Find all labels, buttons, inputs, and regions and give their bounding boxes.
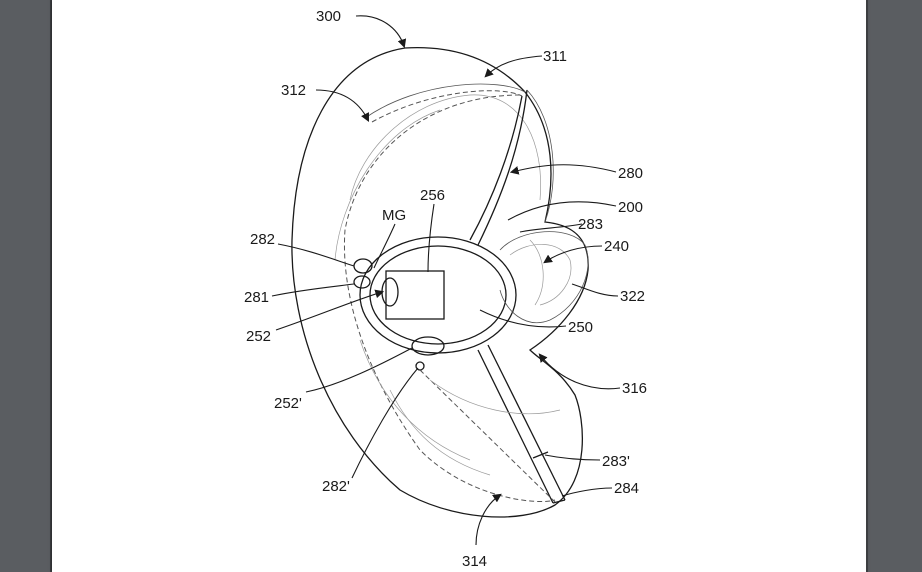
label-312: 312 <box>281 82 306 99</box>
sensor-282 <box>353 258 373 274</box>
label-282-prime: 282' <box>322 478 350 495</box>
label-280: 280 <box>618 165 643 182</box>
leader-284 <box>561 487 613 497</box>
outer-ear-shell <box>291 46 589 518</box>
document-page <box>52 0 866 572</box>
label-256: 256 <box>420 187 445 204</box>
leader-256 <box>427 203 435 273</box>
label-322: 322 <box>620 288 645 305</box>
leader-314 <box>475 493 502 546</box>
magnetic-component-box <box>385 270 445 320</box>
leader-322 <box>571 283 619 297</box>
ear-tip-240-rib <box>529 239 544 306</box>
concha-lower-contour <box>359 339 471 461</box>
leader-311 <box>484 55 543 78</box>
housing-ring-outer <box>359 236 517 354</box>
leader-252p <box>305 347 413 393</box>
leader-281 <box>271 283 355 297</box>
leader-300 <box>355 15 407 49</box>
label-316: 316 <box>622 380 647 397</box>
label-284: 284 <box>614 480 639 497</box>
inner-dashed-path <box>343 94 556 502</box>
label-MG: MG <box>382 207 406 224</box>
label-250: 250 <box>568 319 593 336</box>
lower-dashed-guide <box>419 369 556 503</box>
upper-arm-280-inner <box>469 95 523 241</box>
leader-282 <box>277 243 355 267</box>
lower-arm-outer <box>487 344 566 501</box>
sensor-252 <box>381 277 399 307</box>
upper-arm-280 <box>477 89 528 246</box>
leader-283 <box>519 223 583 233</box>
sensor-252-prime <box>411 336 445 356</box>
helix-contour <box>364 83 526 119</box>
ear-tip-240 <box>499 231 589 323</box>
label-240: 240 <box>604 238 629 255</box>
label-252-prime: 252' <box>274 395 302 412</box>
leader-316 <box>538 353 621 390</box>
sensor-281 <box>353 275 371 289</box>
leader-240 <box>543 245 603 264</box>
housing-ring-inner <box>369 245 507 345</box>
label-283-prime: 283' <box>602 453 630 470</box>
leader-280 <box>509 164 617 175</box>
page-shadow-right <box>866 0 868 572</box>
leader-MG <box>373 223 396 269</box>
label-300: 300 <box>316 8 341 25</box>
label-314: 314 <box>462 553 487 570</box>
lobe-contour <box>389 389 491 476</box>
helix-dashed-path <box>371 90 523 123</box>
leader-252 <box>275 289 385 331</box>
leader-282p <box>351 367 419 479</box>
ear-tip-240-inner <box>509 243 572 306</box>
label-281: 281 <box>244 289 269 306</box>
label-311: 311 <box>543 48 567 65</box>
label-282: 282 <box>250 231 275 248</box>
lower-arm-end <box>552 499 566 504</box>
leader-312 <box>315 89 369 122</box>
lower-concha <box>429 379 561 415</box>
antihelix-contour <box>349 94 541 201</box>
leader-200 <box>507 201 617 221</box>
lower-arm-inner <box>477 349 554 504</box>
upper-arm-back <box>526 89 554 223</box>
page-shadow-left <box>50 0 52 572</box>
label-252: 252 <box>246 328 271 345</box>
label-200: 200 <box>618 199 643 216</box>
leader-283p <box>544 454 601 461</box>
antihelix-contour-2 <box>334 109 441 261</box>
band-283-prime <box>532 451 549 459</box>
label-283: 283 <box>578 216 603 233</box>
leader-250 <box>479 309 567 328</box>
